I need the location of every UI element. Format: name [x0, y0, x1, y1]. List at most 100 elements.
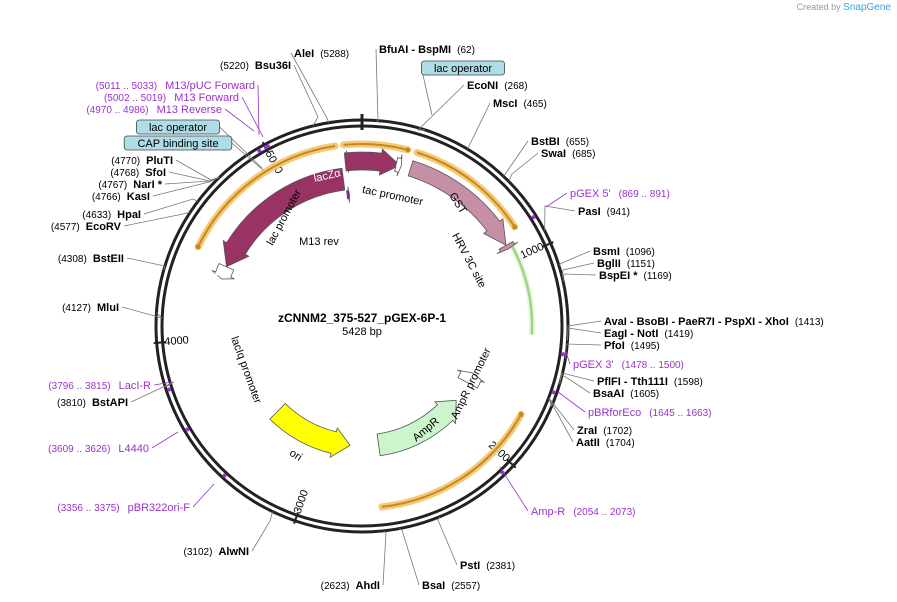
feature-lacz — [343, 148, 401, 176]
enzyme-label-psti[interactable]: PstI(2381) — [460, 560, 515, 572]
primer-label-amp-r[interactable]: Amp-R(2054 .. 2073) — [531, 506, 636, 518]
enzyme-label-msci[interactable]: MscI(465) — [493, 98, 547, 110]
boxed-label-lac-operator[interactable]: lac operator — [149, 122, 207, 134]
primer-label-m13-puc-forward[interactable]: (5011 .. 5033)M13/pUC Forward — [96, 80, 255, 92]
enzyme-label-bstbi[interactable]: BstBI (655) — [531, 136, 589, 148]
boxed-leader-0 — [421, 67, 433, 116]
primer-label-laci-r[interactable]: (3796 .. 3815)LacI-R — [48, 380, 151, 392]
enzyme-label-avai-bsobi-paer7i-pspxi-xhoi[interactable]: AvaI - BsoBI - PaeR7I - PspXI - XhoI (141… — [604, 316, 824, 328]
enzyme-pos: (465) — [523, 99, 546, 110]
primer-leader-l4440 — [151, 431, 179, 449]
boxed-label-cap-binding-site[interactable]: CAP binding site — [137, 138, 218, 150]
enzyme-name: AvaI - BsoBI - PaeR7I - PspXI - XhoI — [604, 316, 789, 328]
enzyme-leader-bstbi — [503, 140, 529, 177]
enzyme-leader-aatii — [548, 397, 574, 443]
enzyme-leader-ecorv — [123, 211, 191, 227]
enzyme-pos: (1605) — [630, 389, 659, 400]
orf-arcs-layer — [194, 140, 536, 511]
enzyme-label-bstapi[interactable]: (3810)BstAPI — [57, 397, 128, 409]
enzyme-label-pflfi-tth111i[interactable]: PflFI - Tth111I(1598) — [597, 376, 703, 388]
primer-name: M13/pUC Forward — [165, 80, 255, 92]
enzyme-leader-bglii — [561, 262, 595, 278]
primer-name: pGEX 3' — [573, 359, 614, 371]
primer-label-l4440[interactable]: (3609 .. 3626)L4440 — [48, 443, 149, 455]
labels-layer: AleI(5288)(5220)Bsu36I BfuAI - BspMI(62) E… — [48, 44, 824, 592]
orf-arc-0 — [416, 151, 516, 228]
enzyme-name: BstBI — [531, 136, 560, 148]
enzyme-name: MluI — [97, 302, 119, 314]
primer-leader-amp-r — [499, 466, 529, 512]
enzyme-label-pfoi[interactable]: PfoI(1495) — [604, 340, 660, 352]
enzyme-pos: (2557) — [451, 581, 480, 592]
enzyme-label-ahdi[interactable]: (2623)AhdI — [321, 580, 380, 592]
enzyme-pos: (4770) — [111, 156, 140, 167]
enzyme-label-ecorv[interactable]: (4577)EcoRV — [51, 221, 122, 233]
enzyme-label-bfuai-bspmi[interactable]: BfuAI - BspMI(62) — [379, 44, 475, 56]
enzyme-leader-bsu36i — [293, 64, 319, 127]
enzyme-label-pluti[interactable]: (4770)PluTI — [111, 155, 173, 167]
enzyme-pos: (655) — [566, 137, 589, 148]
orf-arc-3 — [343, 143, 409, 151]
enzyme-pos: (1413) — [795, 317, 824, 328]
enzyme-label-nari[interactable]: (4767)NarI * — [98, 179, 162, 191]
enzyme-label-bsu36i[interactable]: (5220)Bsu36I — [220, 60, 291, 72]
orf-head-2 — [195, 244, 201, 250]
enzyme-name: AleI — [294, 48, 314, 60]
enzyme-label-bsteii[interactable]: (4308)BstEII — [58, 253, 124, 265]
enzyme-label-bsmi[interactable]: BsmI (1096) — [593, 246, 655, 258]
primer-site-m13-forward — [263, 145, 268, 150]
enzyme-leader-alei — [290, 52, 330, 123]
enzyme-name: BsaAI — [593, 388, 624, 400]
primer-label-pgex-5[interactable]: pGEX 5'(869 .. 891) — [570, 188, 670, 200]
enzyme-label-bglii[interactable]: BglII(1151) — [597, 258, 655, 270]
enzyme-label-kasi[interactable]: (4766)KasI — [92, 191, 150, 203]
primer-range: (3356 .. 3375) — [57, 503, 119, 514]
enzyme-label-pasi[interactable]: PasI(941) — [578, 206, 630, 218]
enzyme-label-alei[interactable]: AleI(5288) — [294, 48, 349, 60]
enzyme-leader-bsai — [399, 528, 420, 586]
orf-arc-1 — [381, 413, 522, 508]
orf-head-1 — [518, 411, 524, 417]
tick-label-4000: 4000 — [164, 334, 189, 348]
feature-ori — [269, 402, 351, 459]
enzyme-leader-bspei — [562, 273, 597, 282]
enzyme-label-zrai[interactable]: ZraI(1702) — [577, 425, 632, 437]
enzyme-name: BstEII — [93, 253, 124, 265]
enzyme-label-bspei[interactable]: BspEI *(1169) — [599, 270, 672, 282]
primer-range: (2054 .. 2073) — [573, 507, 635, 518]
enzyme-pos: (1096) — [626, 247, 655, 258]
orf-head-3 — [405, 147, 411, 153]
enzyme-leader-msci — [467, 102, 491, 150]
primer-label-m13-reverse[interactable]: (4970 .. 4986)M13 Reverse — [86, 104, 222, 116]
enzyme-label-bsaai[interactable]: BsaAI (1605) — [593, 388, 659, 400]
enzyme-label-eagi-noti[interactable]: EagI - NotI(1419) — [604, 328, 693, 340]
enzyme-leader-ahdi — [382, 530, 387, 586]
enzyme-label-econi[interactable]: EcoNI(268) — [467, 80, 528, 92]
primer-label-m13-forward[interactable]: (5002 .. 5019)M13 Forward — [104, 92, 239, 104]
green-region-glow — [509, 243, 536, 335]
feature-laci — [222, 167, 346, 268]
primer-range: (3609 .. 3626) — [48, 444, 110, 455]
enzyme-label-mlui[interactable]: (4127)MluI — [62, 302, 119, 314]
primer-label-pbr322ori-f[interactable]: (3356 .. 3375)pBR322ori-F — [57, 502, 190, 514]
enzyme-label-hpai[interactable]: (4633)HpaI — [82, 209, 141, 221]
primer-label-pgex-3[interactable]: pGEX 3' (1478 .. 1500) — [573, 359, 684, 371]
enzyme-pos: (4767) — [98, 180, 127, 191]
enzyme-label-aatii[interactable]: AatII(1704) — [576, 437, 635, 449]
enzyme-label-swai[interactable]: SwaI(685) — [541, 148, 595, 160]
enzyme-label-sfoi[interactable]: (4768)SfoI — [110, 167, 166, 179]
primer-name: pBRforEco — [588, 407, 641, 419]
primer-leader-m13-forward — [241, 96, 264, 138]
enzyme-name: EagI - NotI — [604, 328, 658, 340]
boxed-label-lac-operator[interactable]: lac operator — [434, 63, 492, 75]
enzyme-name: BsmI — [593, 246, 620, 258]
enzyme-label-alwni[interactable]: (3102)AlwNI — [184, 546, 249, 558]
enzyme-label-bsai[interactable]: BsaI(2557) — [422, 580, 480, 592]
primer-site-l4440 — [185, 427, 190, 432]
primer-site-pgex-3 — [561, 352, 565, 357]
primer-label-pbrforeco[interactable]: pBRforEco(1645 .. 1663) — [588, 407, 711, 419]
primer-range: (1478 .. 1500) — [622, 360, 684, 371]
enzyme-pos: (1598) — [674, 377, 703, 388]
enzyme-pos: (3102) — [184, 547, 213, 558]
